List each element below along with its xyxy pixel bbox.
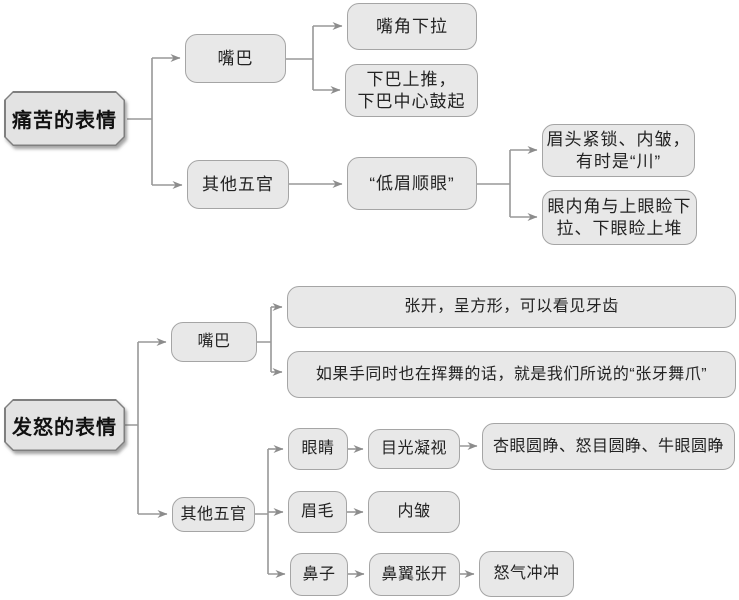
node-anger-other-features: 其他五官	[172, 497, 255, 532]
node-stare-types: 杏眼圆睁、怒目圆睁、牛眼圆睁	[482, 423, 735, 470]
node-lowered-brow: “低眉顺眼”	[347, 157, 477, 210]
root-node-border: 发怒的表情	[4, 399, 125, 451]
node-nostrils-flare: 鼻翼张开	[369, 553, 460, 596]
node-stare-types-label: 杏眼圆睁、怒目圆睁、牛眼圆睁	[492, 437, 724, 455]
node-nose-label: 鼻子	[302, 565, 336, 583]
node-nostrils-flare-label: 鼻翼张开	[381, 565, 448, 583]
node-waving-hands-label: 如果手同时也在挥舞的话，就是我们所说的“张牙舞爪”	[315, 365, 708, 383]
node-lowered-brow-label: “低眉顺眼”	[369, 173, 455, 193]
node-chin-push-up: 下巴上推， 下巴中心鼓起	[345, 64, 478, 117]
node-fixed-gaze: 目光凝视	[368, 429, 460, 469]
node-eyebrows-label: 眉毛	[300, 503, 334, 520]
node-waving-hands: 如果手同时也在挥舞的话，就是我们所说的“张牙舞爪”	[287, 351, 736, 398]
node-mouth-corner-pull: 嘴角下拉	[347, 3, 477, 50]
root-node-pain-expression: 痛苦的表情	[4, 91, 125, 146]
node-anger-other-label: 其他五官	[180, 505, 247, 523]
node-mouth-open-square: 张开，呈方形，可以看见牙齿	[287, 286, 736, 328]
root-node-anger-expression: 发怒的表情	[4, 399, 125, 451]
node-brow-line2: 有时是“川”	[575, 151, 662, 171]
node-anger-mouth-label: 嘴巴	[197, 333, 231, 350]
root-anger-label: 发怒的表情	[12, 416, 117, 439]
root-pain-label: 痛苦的表情	[12, 110, 117, 132]
node-eyelid-line2: 拉、下眼睑上堆	[556, 218, 683, 238]
node-eyebrows: 眉毛	[288, 491, 347, 533]
node-brow-locked: 眉头紧锁、内皱， 有时是“川”	[542, 124, 695, 177]
node-pain-mouth: 嘴巴	[185, 34, 286, 83]
node-mouth-corner-pull-label: 嘴角下拉	[376, 16, 448, 36]
node-eyelid-pull: 眼内角与上眼睑下 拉、下眼睑上堆	[542, 190, 697, 245]
node-brow-line1: 眉头紧锁、内皱，	[546, 129, 691, 149]
node-pain-mouth-label: 嘴巴	[217, 48, 254, 68]
node-inner-wrinkle-label: 内皱	[397, 503, 431, 520]
node-mouth-open-label: 张开，呈方形，可以看见牙齿	[404, 298, 619, 315]
node-eyelid-line1: 眼内角与上眼睑下	[547, 196, 692, 216]
node-nose: 鼻子	[290, 553, 348, 596]
node-fixed-gaze-label: 目光凝视	[380, 440, 447, 457]
node-eyes-label: 眼睛	[301, 440, 335, 457]
node-pain-other-features: 其他五官	[187, 160, 289, 209]
node-fury: 怒气冲冲	[479, 551, 574, 597]
node-pain-other-label: 其他五官	[202, 174, 274, 194]
node-eyes: 眼睛	[288, 428, 348, 470]
node-chin-line2: 下巴中心鼓起	[357, 91, 466, 111]
node-fury-label: 怒气冲冲	[493, 565, 560, 582]
node-chin-line1: 下巴上推，	[366, 69, 457, 89]
root-node-border: 痛苦的表情	[4, 91, 125, 146]
node-inner-wrinkle: 内皱	[368, 491, 460, 533]
node-anger-mouth: 嘴巴	[171, 322, 257, 362]
